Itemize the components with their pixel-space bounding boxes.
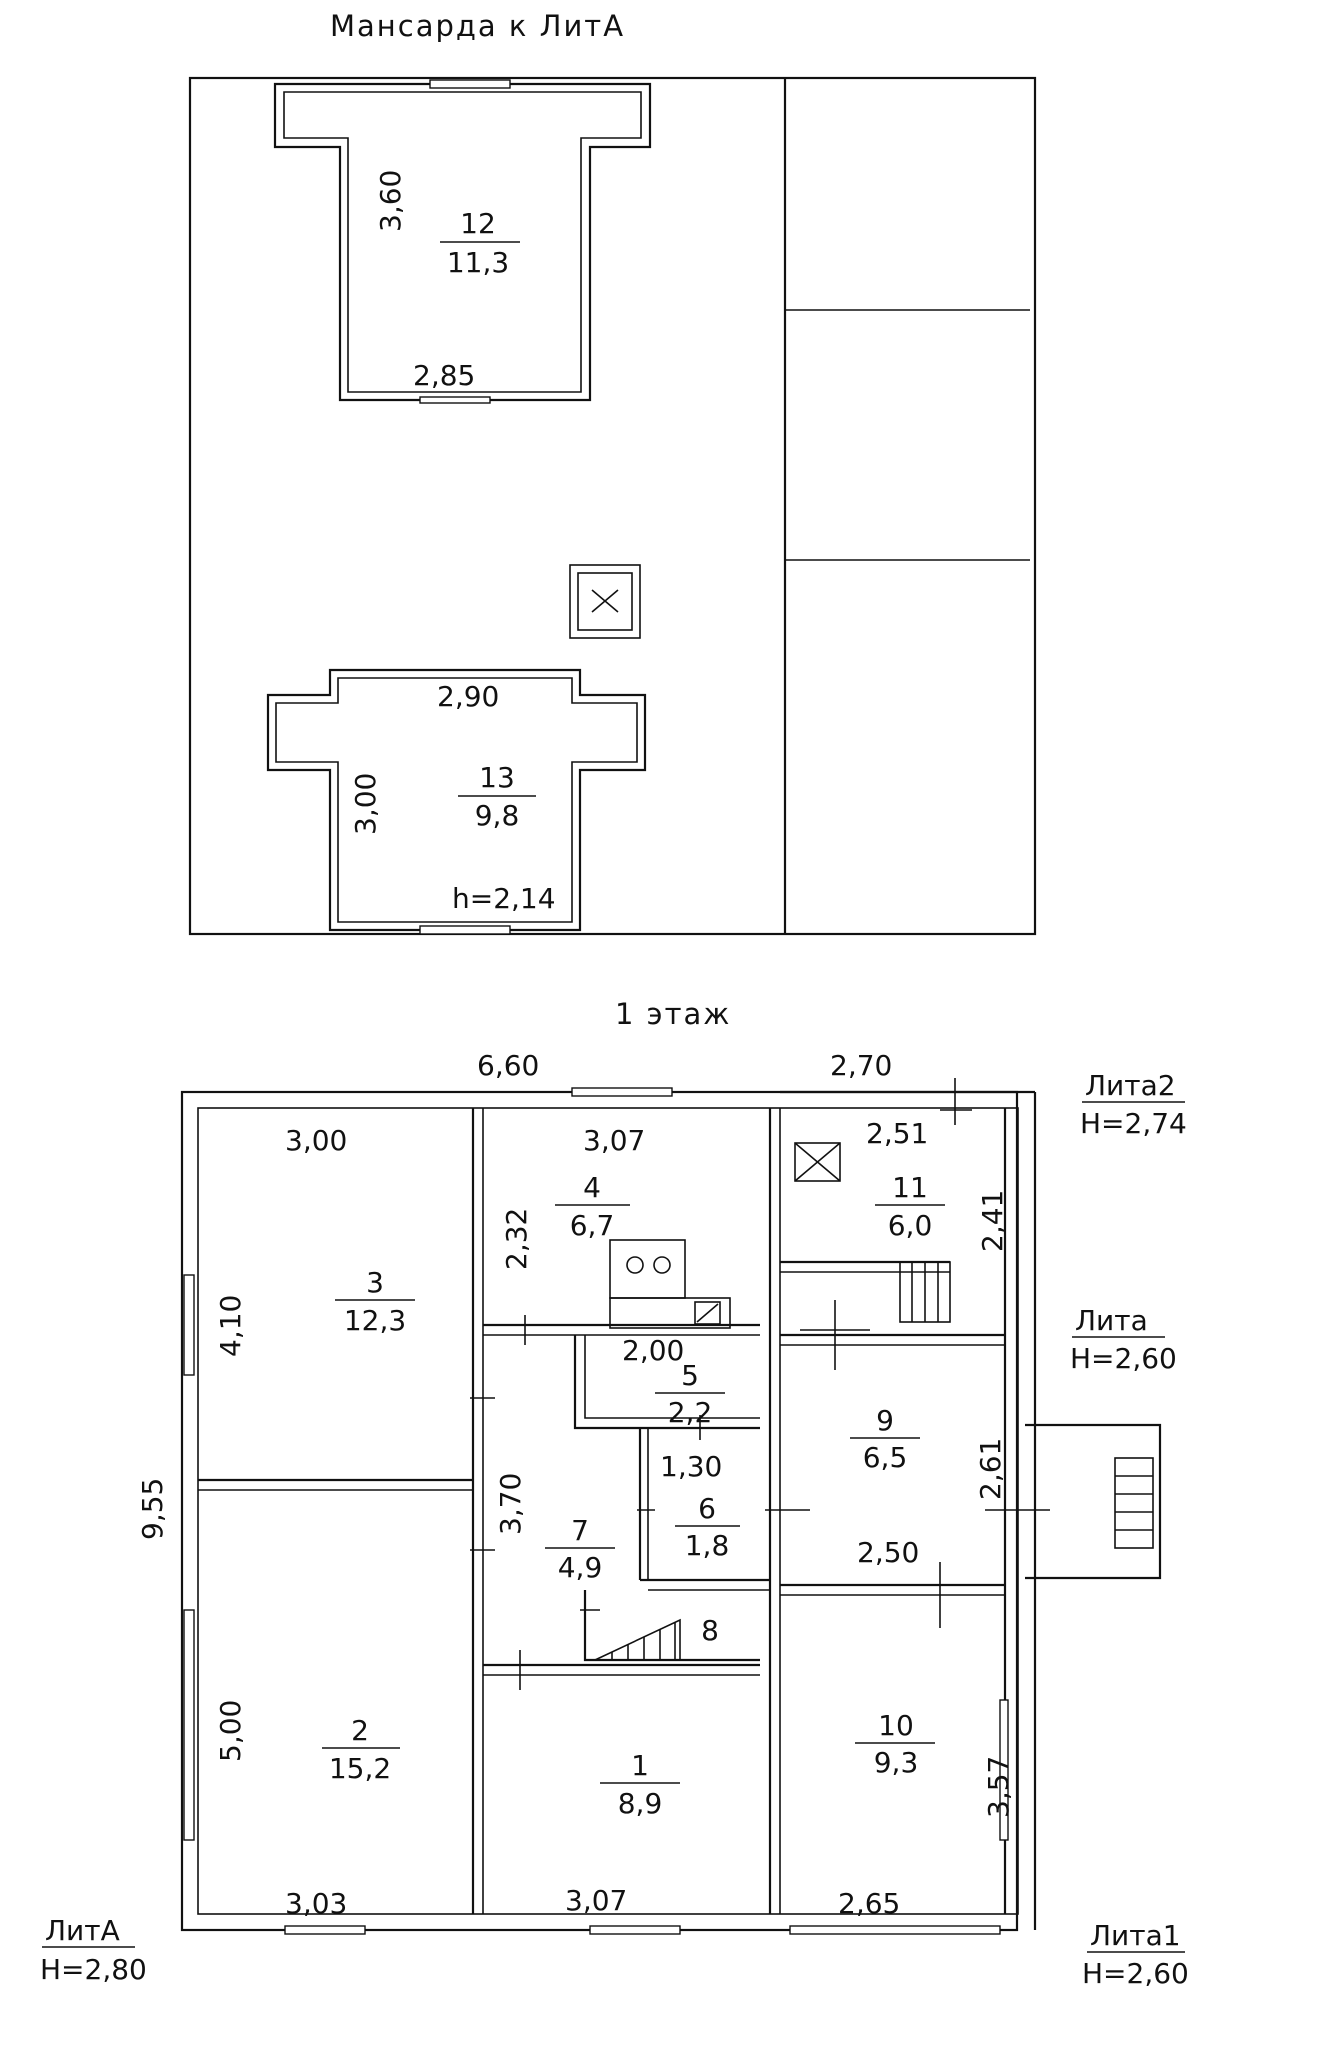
room-10-number: 10: [878, 1709, 914, 1742]
floor1-plan: 1 этаж: [40, 997, 1189, 1990]
dim-r2-height: 5,00: [214, 1700, 247, 1762]
lita1-height: Н=2,60: [1082, 1957, 1189, 1990]
dim-r10-height: 3,57: [982, 1756, 1015, 1818]
dim-r4-height: 2,32: [500, 1208, 533, 1270]
window: [999, 1699, 1009, 1841]
dim-r9-height: 2,61: [974, 1438, 1007, 1500]
room-6-number: 6: [698, 1492, 716, 1525]
dim-r9-width: 2,50: [857, 1536, 919, 1569]
window: [284, 1925, 366, 1935]
window: [183, 1609, 195, 1841]
dim-r6-width: 1,30: [660, 1450, 722, 1483]
porch-outline: [1025, 1423, 1162, 1580]
lita-name: Лита: [1075, 1304, 1148, 1337]
room-6-label: 6 1,8: [675, 1492, 740, 1562]
dim-annex-width: 2,70: [830, 1049, 892, 1082]
stove-icon: [609, 1239, 731, 1329]
room-9-label: 9 6,5: [850, 1404, 920, 1474]
dim-r5-width: 2,00: [622, 1334, 684, 1367]
room-12-area: 11,3: [447, 246, 509, 279]
door-marks: [470, 1078, 1050, 1690]
mansard-height-note: h=2,14: [452, 882, 556, 915]
mansard-plan: Мансарда к ЛитА 3,60 12 11,3 2,85 2,90 3…: [188, 9, 1037, 936]
dim-r13-width: 2,90: [437, 680, 499, 713]
dim-r10-width: 2,65: [838, 1887, 900, 1920]
window: [789, 1925, 1001, 1935]
room-4-area: 6,7: [570, 1209, 615, 1242]
mansard-outline: [188, 76, 1037, 936]
dim-r7-height: 3,70: [494, 1473, 527, 1535]
dim-r12-width: 2,85: [413, 359, 475, 392]
room-10-area: 9,3: [874, 1746, 919, 1779]
dim-r12-height: 3,60: [374, 170, 407, 232]
floor1-title: 1 этаж: [615, 997, 731, 1031]
room-2-label: 2 15,2: [322, 1714, 400, 1785]
room-11-label: 11 6,0: [875, 1171, 945, 1242]
room-13-area: 9,8: [475, 799, 520, 832]
room-4-number: 4: [583, 1171, 601, 1204]
room-2-number: 2: [351, 1714, 369, 1747]
porch-stairs-icon: [1114, 1457, 1154, 1549]
dim-r1-width: 3,07: [565, 1884, 627, 1917]
dim-r4-width: 3,07: [583, 1124, 645, 1157]
room-7-area: 4,9: [558, 1551, 603, 1584]
room-4-label: 4 6,7: [555, 1171, 630, 1242]
room-6-area: 1,8: [685, 1529, 730, 1562]
mansard-title: Мансарда к ЛитА: [330, 9, 625, 43]
lita2-height: Н=2,74: [1080, 1107, 1187, 1140]
lita1-name: Лита1: [1090, 1919, 1181, 1952]
room-13-number: 13: [479, 761, 515, 794]
room-9-area: 6,5: [863, 1441, 908, 1474]
staircase-icon: [594, 1618, 681, 1661]
room-3-area: 12,3: [344, 1304, 406, 1337]
room-7-number: 7: [571, 1514, 589, 1547]
room-10-label: 10 9,3: [855, 1709, 935, 1779]
room-8-number: 8: [701, 1614, 719, 1647]
room-9-number: 9: [876, 1404, 894, 1437]
litA-name: ЛитА: [45, 1914, 120, 1947]
room-5-number: 5: [681, 1359, 699, 1392]
room-2-area: 15,2: [329, 1752, 391, 1785]
window: [419, 925, 511, 935]
window: [571, 1087, 673, 1097]
litA-height: Н=2,80: [40, 1953, 147, 1986]
room-3-number: 3: [366, 1266, 384, 1299]
dim-r13-height: 3,00: [349, 773, 382, 835]
room-1-number: 1: [631, 1749, 649, 1782]
dim-r3-width: 3,00: [285, 1124, 347, 1157]
room-12-number: 12: [460, 207, 496, 240]
roof-hatch-icon: [569, 564, 641, 639]
window: [589, 1925, 681, 1935]
room-1-area: 8,9: [618, 1787, 663, 1820]
dim-r11-height: 2,41: [976, 1190, 1009, 1252]
room-12-outline: [273, 82, 652, 402]
lita2-name: Лита2: [1085, 1069, 1176, 1102]
vent-icon: [794, 1142, 841, 1182]
dim-r3-height: 4,10: [214, 1295, 247, 1357]
room-3-label: 3 12,3: [335, 1266, 415, 1337]
dim-overall-height: 9,55: [136, 1478, 169, 1540]
window: [183, 1274, 195, 1376]
lita-height: Н=2,60: [1070, 1342, 1177, 1375]
room-11-number: 11: [892, 1171, 928, 1204]
window: [429, 79, 511, 89]
dim-r2-width: 3,03: [285, 1887, 347, 1920]
room-5-area: 2,2: [668, 1396, 713, 1429]
room-7-label: 7 4,9: [545, 1514, 615, 1584]
room-5-label: 5 2,2: [655, 1359, 725, 1429]
dim-overall-width: 6,60: [477, 1049, 539, 1082]
stairs-icon: [899, 1261, 951, 1323]
window: [419, 396, 491, 404]
dim-r11-width: 2,51: [866, 1117, 928, 1150]
room-1-label: 1 8,9: [600, 1749, 680, 1820]
room-11-area: 6,0: [888, 1209, 933, 1242]
room-13-outline: [266, 668, 647, 932]
